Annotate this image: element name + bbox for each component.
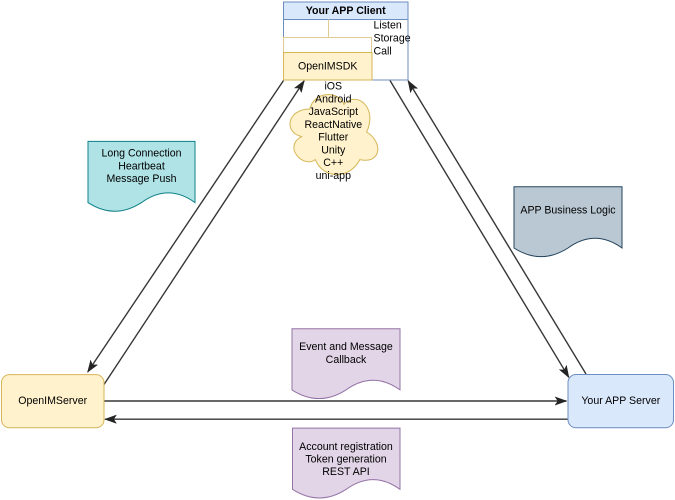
- svg-text:Storage: Storage: [374, 33, 411, 45]
- svg-text:Your APP Client: Your APP Client: [306, 5, 386, 17]
- svg-text:Flutter: Flutter: [318, 132, 348, 144]
- svg-text:Your APP Server: Your APP Server: [581, 395, 660, 407]
- svg-text:Listen: Listen: [374, 19, 402, 31]
- svg-text:JavaScript: JavaScript: [309, 106, 359, 118]
- svg-text:Heartbeat: Heartbeat: [118, 160, 165, 172]
- svg-text:Long Connection: Long Connection: [101, 148, 181, 160]
- svg-text:iOS: iOS: [324, 81, 342, 93]
- svg-text:Account registration: Account registration: [299, 441, 393, 453]
- svg-text:Unity: Unity: [321, 145, 346, 157]
- svg-text:Android: Android: [315, 93, 352, 105]
- svg-text:Call: Call: [374, 46, 392, 58]
- svg-text:Callback: Callback: [326, 354, 367, 366]
- svg-text:OpenIMSDK: OpenIMSDK: [298, 61, 357, 73]
- svg-text:OpenIMServer: OpenIMServer: [18, 395, 87, 407]
- svg-text:Message Push: Message Push: [106, 173, 176, 185]
- svg-text:ReactNative: ReactNative: [304, 119, 362, 131]
- svg-text:uni-app: uni-app: [316, 170, 351, 182]
- svg-text:APP Business Logic: APP Business Logic: [520, 205, 616, 217]
- svg-text:REST API: REST API: [322, 466, 370, 478]
- svg-text:C++: C++: [323, 157, 343, 169]
- svg-text:Event and Message: Event and Message: [299, 341, 393, 353]
- svg-text:Token generation: Token generation: [305, 454, 386, 466]
